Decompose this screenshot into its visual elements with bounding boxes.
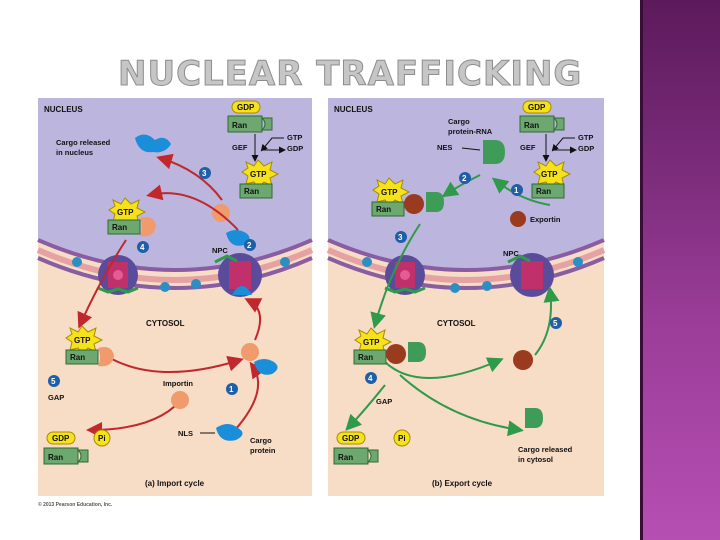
svg-text:GDP: GDP <box>342 434 360 443</box>
import-gap-label: GAP <box>48 393 64 402</box>
npc-left <box>97 255 139 295</box>
svg-text:Pi: Pi <box>98 434 106 443</box>
import-cargo-protein-shape <box>216 424 243 441</box>
import-ran-gdp-top: Ran GDP <box>227 100 273 133</box>
import-importin-free <box>171 391 189 409</box>
export-cargo-released-label-2: in cytosol <box>518 455 553 464</box>
import-nls-label: NLS <box>178 429 193 438</box>
import-gtp-small: GTP <box>287 133 302 142</box>
svg-text:Ran: Ran <box>536 187 551 196</box>
svg-text:GTP: GTP <box>363 338 380 347</box>
export-complex-nucleus: GTP Ran <box>371 177 444 217</box>
export-ran-gtp-right: GTP Ran <box>531 159 572 199</box>
import-step-1: 1 <box>229 385 234 394</box>
import-ran-gtp-cytosol: GTP Ran <box>65 325 114 367</box>
export-step-1: 1 <box>514 186 519 195</box>
export-exportin-label: Exportin <box>530 215 561 224</box>
export-panel: NUCLEUS Cargo protein-RNA NES Ran GDP GE… <box>326 98 606 496</box>
export-gdp-small: GDP <box>578 144 594 153</box>
svg-text:Ran: Ran <box>244 187 259 196</box>
export-nucleus-label: NUCLEUS <box>334 105 373 114</box>
svg-text:Pi: Pi <box>398 434 406 443</box>
svg-text:GTP: GTP <box>250 170 267 179</box>
import-cargo-released-shape <box>135 134 171 153</box>
export-cargo-rna-label: Cargo <box>448 117 470 126</box>
export-npc-left <box>384 255 426 295</box>
import-nucleus-label: NUCLEUS <box>44 105 83 114</box>
export-exportin-shape <box>510 211 526 227</box>
export-step-2: 2 <box>462 174 467 183</box>
svg-text:GTP: GTP <box>74 336 91 345</box>
export-cycle-caption: (b) Export cycle <box>432 479 493 488</box>
svg-text:GTP: GTP <box>541 170 558 179</box>
export-complex-cytosol: GTP Ran <box>353 327 426 365</box>
svg-text:GTP: GTP <box>381 188 398 197</box>
decorative-sidebar <box>640 0 720 540</box>
export-npc-label: NPC <box>503 249 519 258</box>
svg-text:Ran: Ran <box>48 453 63 462</box>
import-cargo-cytosol <box>254 359 278 375</box>
import-cargo-near-npc <box>226 230 250 246</box>
copyright-text: © 2013 Pearson Education, Inc. <box>38 501 113 508</box>
svg-text:Ran: Ran <box>338 453 353 462</box>
import-cargo-protein-label: Cargo <box>250 436 272 445</box>
export-ran-gdp-top: Ran GDP <box>519 100 565 133</box>
export-cargo-rna-shape <box>483 140 505 164</box>
import-ran-gdp-bottom: Ran GDP Pi <box>43 429 111 465</box>
import-ran-gtp-left: GTP Ran <box>107 197 156 237</box>
import-cytosol-label: CYTOSOL <box>146 319 185 328</box>
svg-text:GDP: GDP <box>528 103 546 112</box>
svg-text:Ran: Ran <box>112 223 127 232</box>
import-gdp-small: GDP <box>287 144 303 153</box>
import-cargo-released-label: Cargo released <box>56 138 111 147</box>
import-cargo-protein-label-2: protein <box>250 446 276 455</box>
svg-text:Ran: Ran <box>232 121 247 130</box>
import-cycle-caption: (a) Import cycle <box>145 479 205 488</box>
export-gef-label: GEF <box>520 143 536 152</box>
import-step-5: 5 <box>51 377 56 386</box>
import-step-3: 3 <box>202 169 207 178</box>
export-step-3: 3 <box>398 233 403 242</box>
import-importin-label: Importin <box>163 379 193 388</box>
import-gef-label: GEF <box>232 143 248 152</box>
export-step-5: 5 <box>553 319 558 328</box>
export-gtp-small: GTP <box>578 133 593 142</box>
svg-text:Ran: Ran <box>70 353 85 362</box>
svg-text:Ran: Ran <box>358 353 373 362</box>
import-panel: NUCLEUS Cargo released in nucleus CYTOSO… <box>36 98 314 496</box>
svg-text:Ran: Ran <box>376 205 391 214</box>
export-npc-right <box>507 253 554 297</box>
slide-title: NUCLEAR TRAFFICKING <box>117 54 583 95</box>
import-cargo-released-label-2: in nucleus <box>56 148 93 157</box>
svg-text:Ran: Ran <box>524 121 539 130</box>
export-cargo-released-label: Cargo released <box>518 445 573 454</box>
import-step-4: 4 <box>140 243 145 252</box>
npc-right <box>214 253 262 297</box>
import-importin-cytosol <box>241 343 259 361</box>
export-exportin-cytosol <box>513 350 533 370</box>
export-nes-label: NES <box>437 143 452 152</box>
export-cytosol-label: CYTOSOL <box>437 319 476 328</box>
svg-text:GDP: GDP <box>237 103 255 112</box>
export-cargo-rna-label-2: protein-RNA <box>448 127 493 136</box>
svg-text:GTP: GTP <box>117 208 134 217</box>
import-npc-label: NPC <box>212 246 228 255</box>
import-ran-gtp-right: GTP Ran <box>239 159 280 199</box>
export-cargo-released-shape <box>525 408 543 428</box>
svg-text:GDP: GDP <box>52 434 70 443</box>
import-step-2: 2 <box>247 241 252 250</box>
export-ran-gdp-bottom: Ran GDP Pi <box>333 429 411 465</box>
export-gap-label: GAP <box>376 397 392 406</box>
export-step-4: 4 <box>368 374 373 383</box>
